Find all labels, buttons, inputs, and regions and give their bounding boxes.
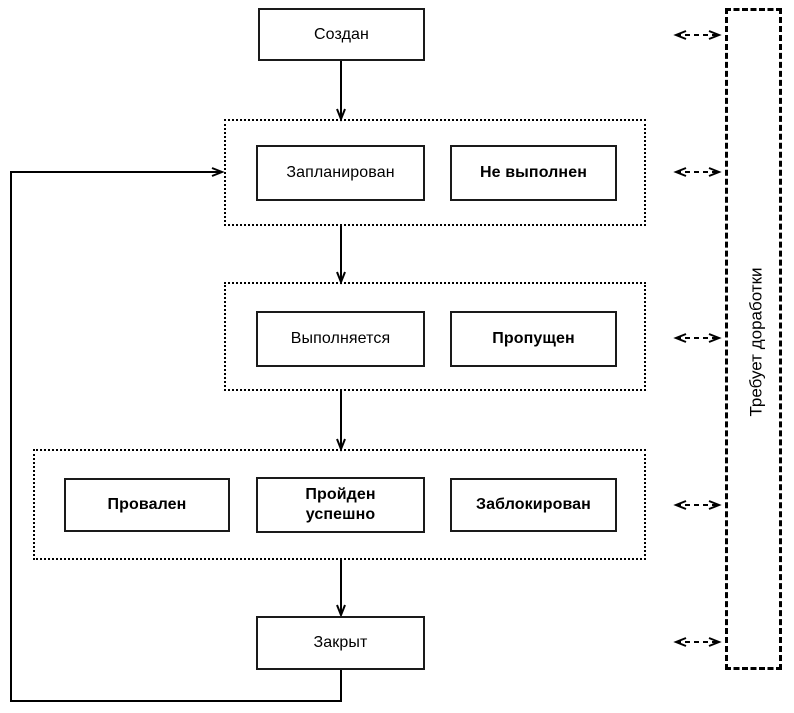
state-label-in-progress: Выполняется [290, 330, 391, 347]
side-panel-rework: Требует доработки [725, 8, 782, 670]
state-label-skipped: Пропущен [492, 330, 575, 347]
state-node-not-executed[interactable]: Не выполнен [450, 145, 617, 201]
side-panel-label: Требует доработки [746, 267, 766, 417]
state-node-passed[interactable]: Пройден успешно [256, 477, 425, 533]
state-label-planned: Запланирован [286, 164, 395, 181]
state-node-blocked[interactable]: Заблокирован [450, 478, 617, 532]
state-node-created[interactable]: Создан [258, 8, 425, 61]
group-results [33, 449, 646, 560]
state-node-closed[interactable]: Закрыт [256, 616, 425, 670]
state-node-skipped[interactable]: Пропущен [450, 311, 617, 367]
group-planned [224, 119, 646, 226]
state-label-closed: Закрыт [313, 634, 368, 651]
state-node-in-progress[interactable]: Выполняется [256, 311, 425, 367]
group-in-progress [224, 282, 646, 391]
state-label-passed: Пройден успешно [305, 486, 376, 523]
state-label-not-executed: Не выполнен [480, 164, 587, 181]
state-label-failed: Провален [107, 496, 187, 513]
state-label-blocked: Заблокирован [476, 496, 591, 513]
state-label-created: Создан [314, 25, 369, 43]
state-node-planned[interactable]: Запланирован [256, 145, 425, 201]
state-node-failed[interactable]: Провален [64, 478, 230, 532]
